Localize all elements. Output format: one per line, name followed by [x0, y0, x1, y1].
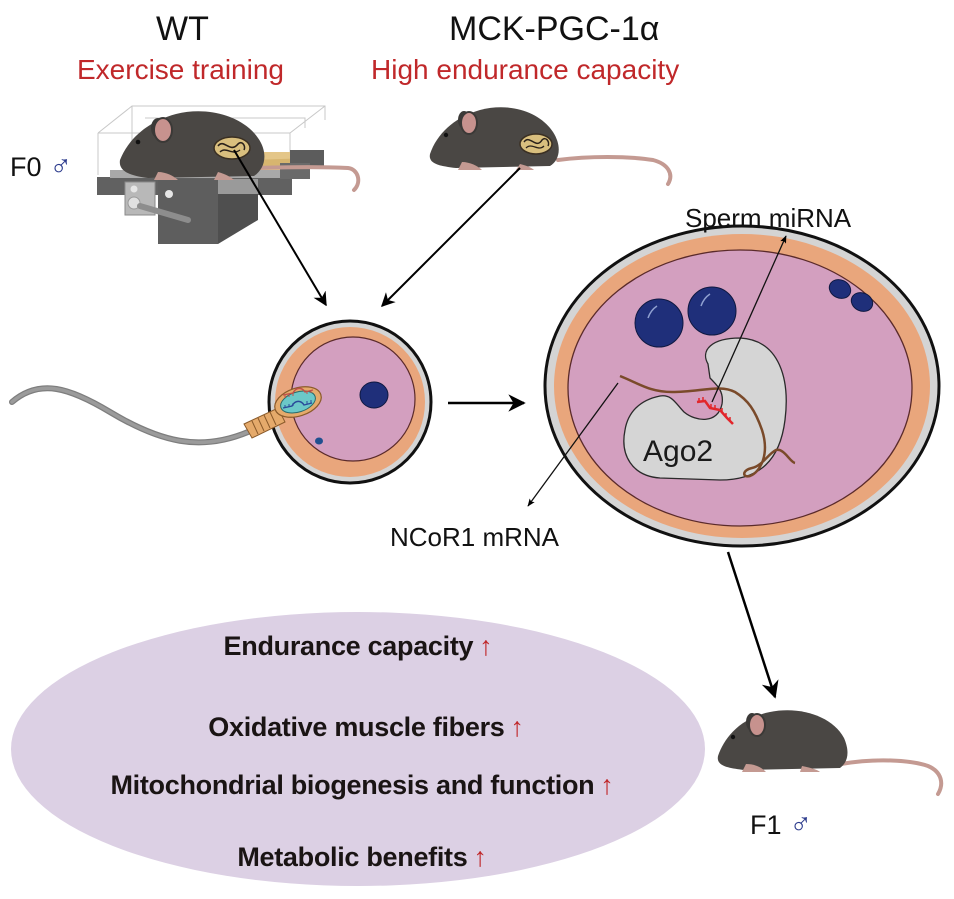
muscle-icon	[213, 136, 251, 160]
transgenic-subtitle: High endurance capacity	[371, 54, 680, 85]
outcome-text: Mitochondrial biogenesis and function	[110, 770, 595, 800]
male-symbol-icon: ♂	[49, 150, 73, 183]
ago2-protein	[623, 337, 787, 481]
muscle-icon	[519, 133, 553, 155]
polar-bodies	[828, 279, 874, 312]
ago2-label: Ago2	[643, 435, 714, 468]
sperm-mirna-label: Sperm miRNA	[685, 203, 852, 233]
arrow-transgenic-to-fertilization	[381, 167, 521, 307]
arrow-wt-to-fertilization	[233, 149, 327, 307]
pronuclei	[634, 286, 737, 348]
transgenic-title: MCK-PGC-1α	[449, 10, 660, 48]
arrow-to-f1	[726, 551, 779, 699]
treadmill-crank	[137, 203, 191, 223]
outcome-text: Metabolic benefits	[237, 842, 468, 872]
f0-label: F0♂	[10, 150, 72, 184]
fertilized-oocyte	[267, 319, 433, 485]
mouse-ear	[460, 111, 478, 135]
treadmill	[97, 105, 326, 244]
outcome-metabolic: Metabolic benefits↑	[237, 842, 487, 873]
up-arrow-icon: ↑	[473, 842, 487, 872]
ncor1-mrna-strand	[619, 374, 796, 478]
outcome-text: Endurance capacity	[223, 631, 474, 661]
outcome-endurance: Endurance capacity↑	[224, 631, 493, 662]
outcome-text: Oxidative muscle fibers	[208, 712, 505, 742]
male-symbol-icon: ♂	[789, 808, 813, 841]
polar-body	[315, 437, 323, 445]
mouse-tail	[839, 758, 944, 796]
outcome-mitochondrial: Mitochondrial biogenesis and function↑	[110, 770, 613, 801]
outcome-oxidative-fibers: Oxidative muscle fibers↑	[208, 712, 525, 743]
f1-label: F1♂	[750, 808, 812, 842]
up-arrow-icon: ↑	[510, 712, 525, 742]
transgenic-mouse	[429, 107, 673, 186]
f1-mouse	[717, 710, 944, 796]
sperm	[9, 385, 322, 446]
mouse-tail	[556, 155, 673, 186]
mouse-ear	[748, 713, 766, 737]
sperm-rna-blue	[282, 400, 313, 409]
wt-mouse	[119, 111, 361, 192]
zygote-detail	[527, 224, 941, 548]
outcomes-ellipse	[11, 612, 705, 886]
ncor1-mrna-label: NCoR1 mRNA	[390, 522, 560, 552]
mouse-body	[717, 710, 848, 770]
up-arrow-icon: ↑	[600, 770, 614, 800]
mouse-eye	[135, 139, 141, 145]
pointer-sperm-mirna	[711, 235, 787, 403]
pronucleus	[359, 381, 389, 409]
sperm-midpiece	[243, 407, 286, 439]
up-arrow-icon: ↑	[479, 631, 493, 661]
sperm-tail	[9, 385, 251, 446]
mouse-eye	[443, 132, 449, 138]
generation-label: F1	[750, 810, 782, 840]
mouse-eye	[730, 734, 736, 740]
pointer-ncor1-mrna	[527, 382, 619, 507]
wt-subtitle: Exercise training	[77, 54, 284, 85]
mouse-ear	[153, 117, 173, 143]
wt-title: WT	[156, 10, 209, 48]
sperm-rna-red	[282, 387, 314, 396]
generation-label: F0	[10, 152, 42, 182]
